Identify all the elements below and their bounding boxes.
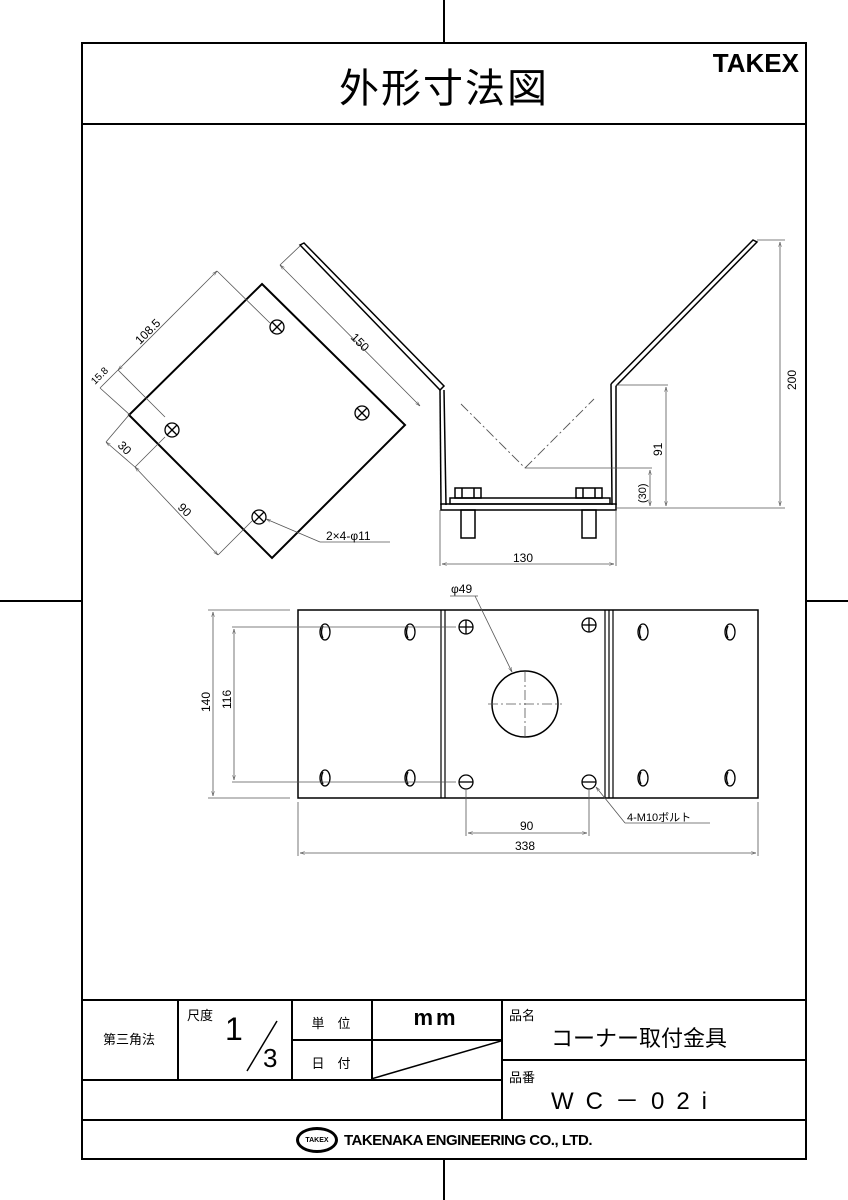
center-mark-right bbox=[807, 600, 848, 602]
center-mark-left bbox=[0, 600, 81, 602]
drawing-header: 外形寸法図 TAKEX bbox=[81, 42, 807, 125]
drawing-frame bbox=[81, 42, 807, 1160]
svg-text:(30): (30) bbox=[637, 483, 649, 503]
product-number: WC－02i bbox=[551, 1088, 720, 1115]
scale-numerator: 1 bbox=[225, 1011, 243, 1047]
unit-value: mm bbox=[413, 1005, 459, 1030]
svg-text:90: 90 bbox=[175, 500, 195, 520]
front-view: φ49 140 116 90 338 4-M10ボルト bbox=[199, 582, 759, 856]
svg-text:116: 116 bbox=[220, 690, 234, 709]
center-mark-top bbox=[443, 0, 445, 42]
company-footer: TAKEX TAKENAKA ENGINEERING CO., LTD. bbox=[81, 1120, 807, 1160]
side-view: 130 200 91 (30) bbox=[439, 239, 799, 566]
svg-text:338: 338 bbox=[515, 839, 535, 853]
svg-text:108.5: 108.5 bbox=[132, 316, 163, 347]
svg-text:200: 200 bbox=[785, 370, 799, 390]
product-name: コーナー取付金具 bbox=[551, 1027, 728, 1052]
product-number-label: 品番 bbox=[509, 1071, 536, 1086]
svg-text:30: 30 bbox=[115, 438, 135, 458]
rotated-plate-view: 150 108.5 15.8 30 90 2×4-φ11 bbox=[89, 242, 446, 560]
technical-drawing: 150 108.5 15.8 30 90 2×4-φ11 bbox=[89, 239, 799, 856]
projection-method: 第三角法 bbox=[102, 1033, 155, 1048]
svg-text:140: 140 bbox=[199, 692, 213, 712]
scale-slash bbox=[246, 1020, 278, 1072]
brand-logo: TAKEX bbox=[712, 48, 799, 78]
svg-text:4-M10ボルト: 4-M10ボルト bbox=[627, 811, 691, 824]
company-logo-icon: TAKEX bbox=[295, 1127, 338, 1153]
drawing-title: 外形寸法図 bbox=[339, 66, 549, 112]
svg-text:91: 91 bbox=[651, 442, 665, 456]
product-name-label: 品名 bbox=[509, 1009, 536, 1024]
company-name: TAKENAKA ENGINEERING CO., LTD. bbox=[343, 1131, 593, 1149]
title-block: 第三角法 尺度 1 3 単 位 mm 日 付 品名 コーナー取付金具 品番 WC… bbox=[81, 999, 807, 1160]
scale-denominator: 3 bbox=[263, 1043, 278, 1073]
svg-text:15.8: 15.8 bbox=[89, 365, 111, 387]
unit-label: 単 位 bbox=[311, 1017, 351, 1032]
svg-text:φ49: φ49 bbox=[451, 582, 472, 596]
svg-text:150: 150 bbox=[348, 330, 372, 354]
svg-text:90: 90 bbox=[520, 819, 534, 833]
date-value-empty bbox=[371, 1040, 501, 1079]
date-label: 日 付 bbox=[311, 1057, 351, 1072]
svg-text:130: 130 bbox=[513, 551, 533, 565]
scale-label: 尺度 bbox=[187, 1009, 214, 1024]
svg-text:2×4-φ11: 2×4-φ11 bbox=[326, 529, 371, 543]
center-mark-bottom bbox=[443, 1160, 445, 1200]
